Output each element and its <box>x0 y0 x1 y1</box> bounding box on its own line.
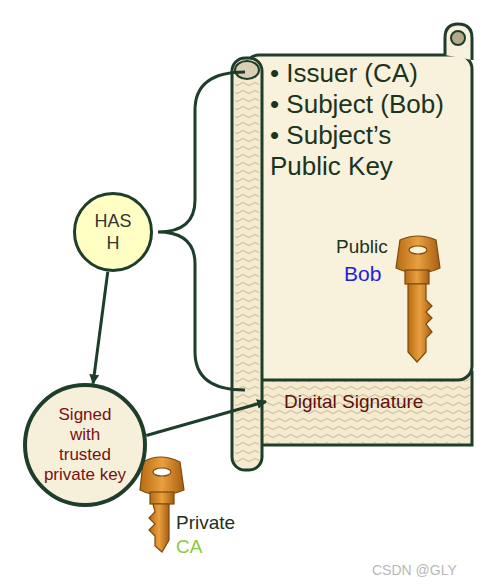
brace <box>158 72 245 390</box>
key-owner: Bob <box>344 262 381 286</box>
signature-band <box>245 372 472 445</box>
public-key <box>396 236 440 362</box>
node-text: • Subject’s Public Key <box>270 120 462 182</box>
arrow-connector <box>93 272 108 384</box>
key-label: Private <box>176 512 235 534</box>
certificate-panel <box>245 55 472 380</box>
key-owner: CA <box>176 536 202 558</box>
node-text: Signed with trusted private key <box>43 405 127 485</box>
curl-end <box>451 31 465 45</box>
circle-outline <box>73 192 153 272</box>
arrow-connector <box>146 402 266 436</box>
sign-circle: Signed with trusted private key <box>23 383 147 507</box>
digital-signature: Digital Signature <box>266 386 466 417</box>
certificate-fields: • Issuer (CA)• Subject (Bob)• Subject’s … <box>266 56 466 184</box>
node-text: HAS H <box>91 210 135 254</box>
scroll-curl <box>445 24 472 60</box>
hash-circle: HAS H <box>73 192 153 272</box>
roll-end <box>235 61 259 79</box>
band-texture <box>247 374 470 443</box>
key-label: Public <box>336 236 388 258</box>
node-text: Digital Signature <box>284 390 448 413</box>
node-text: • Subject (Bob) <box>270 89 462 120</box>
node-text: • Issuer (CA) <box>270 58 462 89</box>
watermark: CSDN @GLY <box>372 562 457 578</box>
